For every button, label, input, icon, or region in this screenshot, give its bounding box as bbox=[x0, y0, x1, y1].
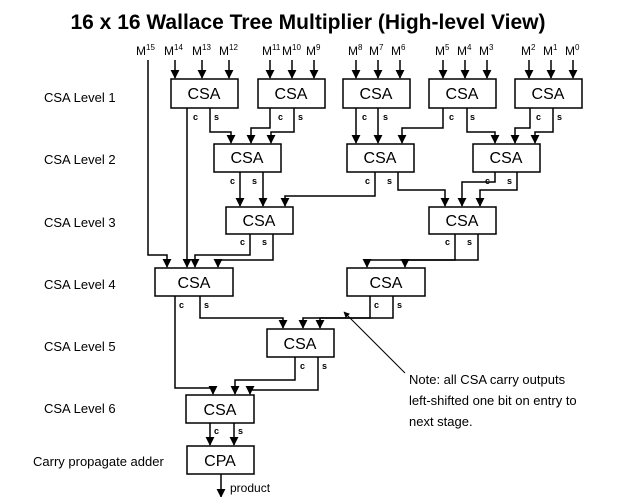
product-label: product bbox=[230, 481, 271, 495]
csa-label: CSA bbox=[284, 336, 317, 353]
level-label: CSA Level 3 bbox=[44, 215, 116, 230]
sum-label: s bbox=[262, 237, 267, 247]
note: Note: all CSA carry outputs left-shifted… bbox=[409, 372, 577, 429]
csa-box bbox=[257, 78, 326, 109]
csa-box bbox=[342, 78, 411, 109]
wires bbox=[147, 60, 578, 497]
csa-box bbox=[472, 143, 541, 173]
input-label: M14 bbox=[164, 43, 183, 58]
sum-label: s bbox=[322, 361, 327, 371]
sum-label: s bbox=[383, 112, 388, 122]
input-label: M5 bbox=[435, 43, 450, 58]
level-label: CSA Level 6 bbox=[44, 401, 116, 416]
csa-box bbox=[428, 78, 497, 109]
input-label: M1 bbox=[543, 43, 558, 58]
csa-label: CSA bbox=[231, 150, 264, 167]
csa-label: CSA bbox=[532, 86, 565, 103]
note-line: next stage. bbox=[409, 414, 473, 429]
level-label: CSA Level 4 bbox=[44, 277, 116, 292]
level-label: Carry propagate adder bbox=[33, 454, 164, 469]
sum-label: s bbox=[204, 300, 209, 310]
input-label: M13 bbox=[192, 43, 211, 58]
csa-level-4: CSA CSA bbox=[154, 267, 426, 297]
csa-box bbox=[170, 78, 239, 109]
sum-label: s bbox=[214, 112, 219, 122]
sum-label: s bbox=[238, 426, 243, 436]
csa-label: CSA bbox=[446, 86, 479, 103]
carry-label: c bbox=[449, 112, 454, 122]
cpa-stage: CPA bbox=[186, 445, 255, 475]
csa-box bbox=[213, 143, 282, 173]
cpa-box bbox=[186, 445, 255, 475]
csa-level-6: CSA bbox=[185, 394, 255, 424]
level-label: CSA Level 5 bbox=[44, 339, 116, 354]
carry-label: c bbox=[214, 426, 219, 436]
level-labels: CSA Level 1 CSA Level 2 CSA Level 3 CSA … bbox=[33, 90, 164, 469]
carry-label: c bbox=[193, 112, 198, 122]
carry-label: c bbox=[536, 112, 541, 122]
csa-label: CSA bbox=[243, 213, 276, 230]
level-label: CSA Level 2 bbox=[44, 152, 116, 167]
sum-label: s bbox=[470, 112, 475, 122]
input-label: M3 bbox=[479, 43, 494, 58]
input-label: M12 bbox=[219, 43, 238, 58]
carry-label: c bbox=[179, 300, 184, 310]
sum-label: s bbox=[557, 112, 562, 122]
note-line: Note: all CSA carry outputs bbox=[409, 372, 566, 387]
csa-label: CSA bbox=[204, 402, 237, 419]
sum-label: s bbox=[397, 300, 402, 310]
carry-label: c bbox=[300, 361, 305, 371]
input-label: M2 bbox=[521, 43, 536, 58]
csa-box bbox=[185, 394, 255, 424]
csa-label: CSA bbox=[364, 150, 397, 167]
carry-label: c bbox=[362, 112, 367, 122]
level-label: CSA Level 1 bbox=[44, 90, 116, 105]
input-labels: M15 M14 M13 M12 M11 M10 M9 M8 M7 M6 M5 M… bbox=[136, 43, 580, 58]
carry-label: c bbox=[278, 112, 283, 122]
csa-box bbox=[346, 143, 415, 173]
input-label: M9 bbox=[306, 43, 321, 58]
csa-level-3: CSA CSA bbox=[225, 206, 497, 235]
csa-box bbox=[225, 206, 294, 235]
sum-label: s bbox=[507, 176, 512, 186]
csa-box bbox=[428, 206, 497, 235]
input-label: M15 bbox=[136, 43, 155, 58]
csa-label: CSA bbox=[178, 275, 211, 292]
csa-box bbox=[346, 267, 426, 297]
carry-label: c bbox=[240, 237, 245, 247]
sum-label: s bbox=[252, 176, 257, 186]
csa-label: CSA bbox=[275, 86, 308, 103]
carry-label: c bbox=[230, 176, 235, 186]
csa-label: CSA bbox=[446, 213, 479, 230]
carry-label: c bbox=[374, 300, 379, 310]
carry-label: c bbox=[445, 237, 450, 247]
csa-label: CSA bbox=[188, 86, 221, 103]
sum-label: s bbox=[387, 176, 392, 186]
input-label: M6 bbox=[391, 43, 406, 58]
input-label: M0 bbox=[565, 43, 580, 58]
csa-box bbox=[514, 78, 583, 109]
csa-level-2: CSA CSA CSA bbox=[213, 143, 541, 173]
sum-label: s bbox=[298, 112, 303, 122]
cpa-label: CPA bbox=[204, 453, 236, 470]
csa-box bbox=[266, 328, 335, 358]
csa-level-1: CSA CSA CSA CSA CSA bbox=[170, 78, 583, 109]
sum-label: s bbox=[467, 237, 472, 247]
input-label: M7 bbox=[369, 43, 384, 58]
input-label: M11 bbox=[262, 43, 281, 58]
note-line: left-shifted one bit on entry to bbox=[409, 393, 577, 408]
carry-label: c bbox=[485, 176, 490, 186]
csa-box bbox=[154, 267, 234, 297]
input-label: M10 bbox=[282, 43, 301, 58]
port-labels: c s c s c s c s c s c s c s c s c s c s … bbox=[179, 112, 562, 436]
csa-label: CSA bbox=[360, 86, 393, 103]
carry-label: c bbox=[365, 176, 370, 186]
input-label: M4 bbox=[457, 43, 472, 58]
csa-level-5: CSA bbox=[266, 328, 335, 358]
diagram-title: 16 x 16 Wallace Tree Multiplier (High-le… bbox=[70, 11, 545, 34]
input-label: M8 bbox=[348, 43, 363, 58]
csa-label: CSA bbox=[490, 150, 523, 167]
csa-label: CSA bbox=[370, 275, 403, 292]
